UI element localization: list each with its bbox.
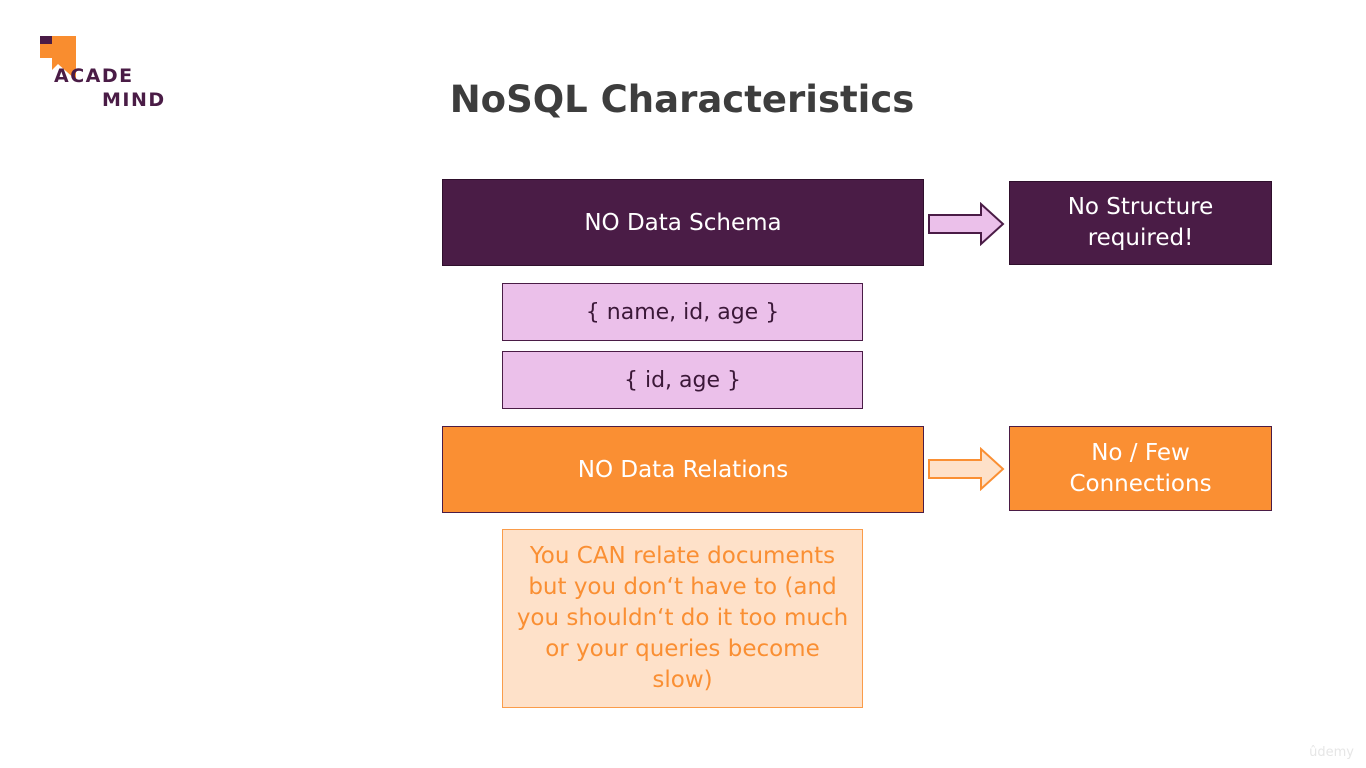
udemy-watermark: ûdemy bbox=[1309, 745, 1354, 760]
relations-note-line: but you don‘t have to (and bbox=[528, 574, 837, 600]
no-structure-required-box: No Structure required! bbox=[1009, 181, 1272, 265]
no-structure-line1: No Structure bbox=[1067, 194, 1214, 220]
document-example-text: { name, id, age } bbox=[585, 299, 780, 325]
few-connections-line1: No / Few bbox=[1091, 439, 1190, 466]
relations-note-line: You CAN relate documents bbox=[529, 543, 836, 569]
relations-note-line: you shouldn‘t do it too much bbox=[516, 605, 849, 631]
document-example-box: { id, age } bbox=[502, 351, 863, 409]
academind-logo: ACADE MIND bbox=[38, 34, 178, 114]
slide-title-text: NoSQL Characteristics bbox=[449, 78, 915, 121]
few-connections-box: No / Few Connections bbox=[1009, 426, 1272, 511]
no-data-relations-label: NO Data Relations bbox=[577, 456, 789, 483]
no-data-relations-box: NO Data Relations bbox=[442, 426, 924, 513]
schema-arrow-icon bbox=[928, 202, 1005, 246]
no-data-schema-box: NO Data Schema bbox=[442, 179, 924, 266]
no-structure-line2: required! bbox=[1087, 225, 1194, 251]
logo-text-line2: MIND bbox=[102, 89, 166, 111]
bookmark-logo-icon bbox=[40, 36, 76, 80]
document-example-box: { name, id, age } bbox=[502, 283, 863, 341]
relations-note-box: You CAN relate documents but you don‘t h… bbox=[502, 529, 863, 708]
relations-note-line: slow) bbox=[652, 667, 713, 693]
few-connections-line2: Connections bbox=[1069, 470, 1212, 497]
document-example-text: { id, age } bbox=[623, 367, 742, 393]
no-data-schema-label: NO Data Schema bbox=[584, 209, 782, 236]
relations-arrow-icon bbox=[928, 447, 1005, 491]
slide-title: NoSQL Characteristics bbox=[0, 78, 1366, 121]
logo-text-line1: ACADE bbox=[54, 65, 134, 87]
relations-note-line: or your queries become bbox=[545, 636, 820, 662]
